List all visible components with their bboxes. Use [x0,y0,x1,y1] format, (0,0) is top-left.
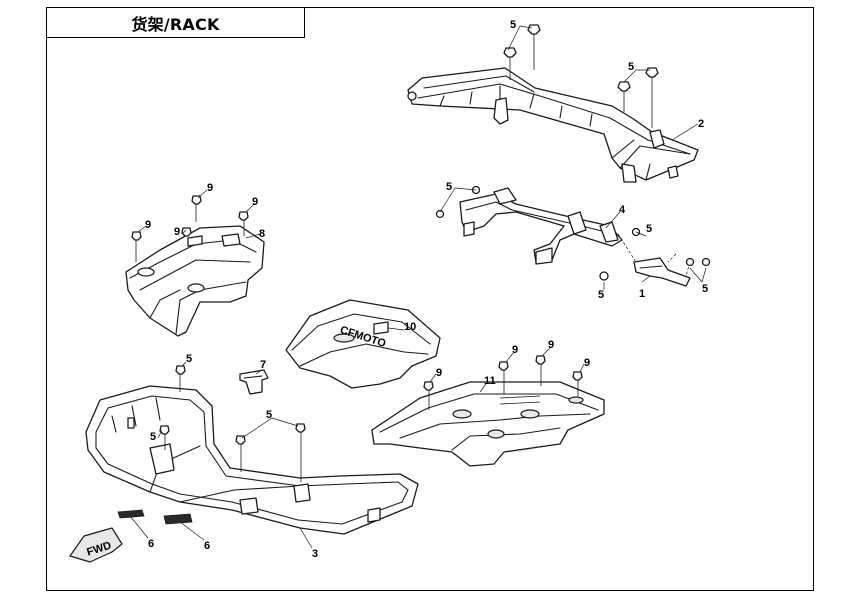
callout-1: 1 [639,288,645,300]
callout-5: 5 [186,353,192,365]
callout-9: 9 [436,367,442,379]
callout-5: 5 [446,181,452,193]
part-10-brand-cover: CFMOTO [285,299,441,389]
callout-9: 9 [548,339,554,351]
callout-11: 11 [484,375,496,387]
diagram-title: 货架/RACK [131,14,220,34]
callout-9: 9 [207,182,213,194]
callout-9: 9 [584,357,590,369]
callout-10: 10 [404,321,416,333]
part-3-front-rack [85,385,419,535]
callout-5: 5 [702,283,708,295]
callout-3: 3 [312,548,318,560]
callout-labels: 5 5 2 5 4 5 1 5 5 9 9 9 9 8 10 7 9 9 9 9… [145,19,708,560]
part-6-stickers [117,509,193,525]
bolt-group-front [159,365,306,482]
part-1-small-bracket [599,227,711,287]
leader-lines [129,25,707,549]
callout-6: 6 [204,540,210,552]
bolt-group-right [423,355,583,410]
part-7-clip [239,369,269,395]
callout-4: 4 [619,204,626,216]
bolt-group-top [503,24,659,128]
bolt-group-left [131,195,249,262]
callout-5: 5 [510,19,516,31]
callout-2: 2 [698,118,704,130]
callout-6: 6 [148,538,154,550]
callout-5: 5 [628,61,634,73]
callout-9: 9 [252,196,258,208]
callout-7: 7 [260,359,266,371]
part-4-bracket [435,185,623,265]
callout-8: 8 [259,228,265,240]
callout-9: 9 [512,344,518,356]
part-2-rear-rack [407,67,699,183]
callout-9: 9 [145,219,151,231]
callout-5: 5 [150,431,156,443]
callout-5: 5 [598,289,604,301]
callout-9: 9 [174,226,180,238]
drawing-sheet: 货架/RACK [46,7,814,591]
callout-5: 5 [266,409,272,421]
part-11-rear-cover [371,381,605,467]
part-8-cover [125,225,265,337]
fwd-arrow: FWD [69,527,123,563]
callout-5: 5 [646,223,652,235]
title-block: 货架/RACK [47,8,305,38]
